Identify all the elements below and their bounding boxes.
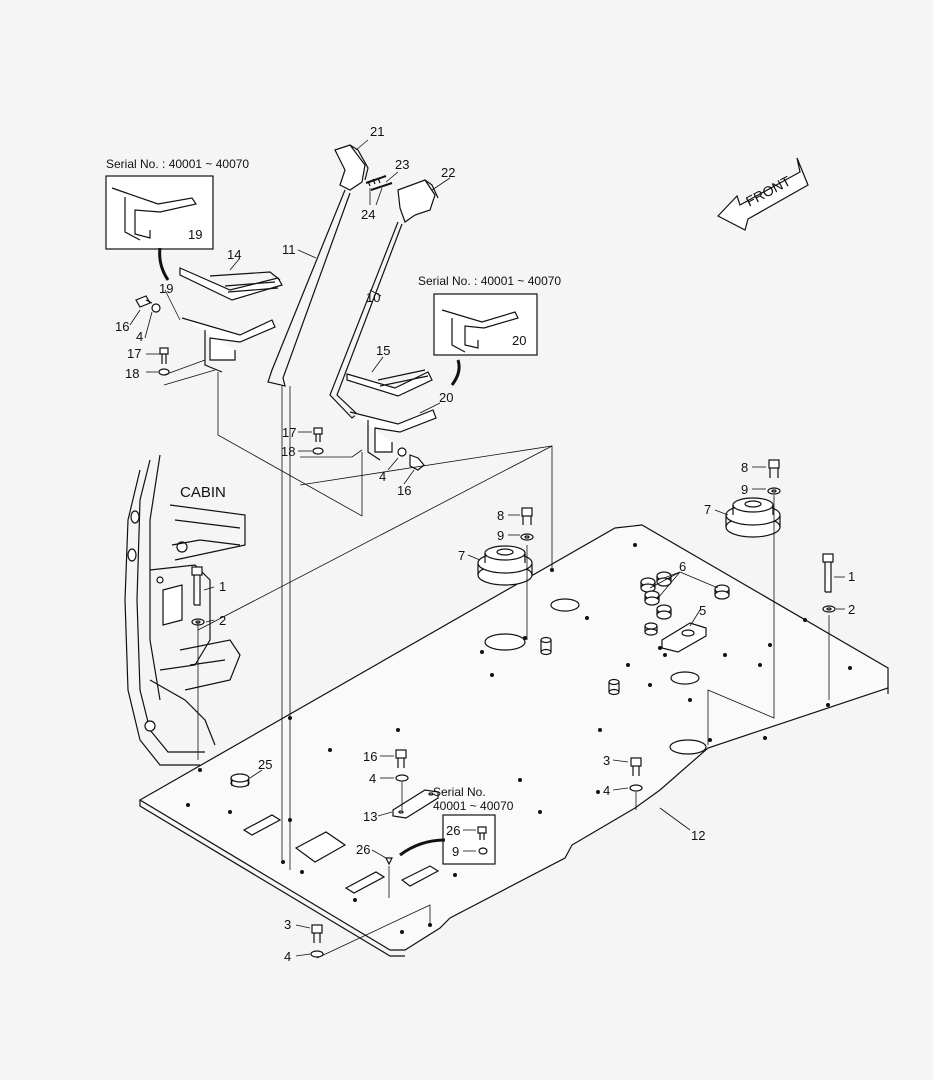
callout-c18b: 18 bbox=[281, 444, 296, 459]
cabin-label: CABIN bbox=[180, 484, 226, 501]
travel-levers bbox=[267, 144, 439, 419]
serial-note-bottom: Serial No. 40001 ~ 40070 bbox=[433, 785, 514, 813]
callout-c10: 10 bbox=[366, 290, 381, 305]
callout-c24: 24 bbox=[361, 207, 376, 222]
callout-c19b: 19 bbox=[159, 281, 174, 296]
callout-c26a: 26 bbox=[356, 842, 371, 857]
floor-plate bbox=[138, 524, 889, 957]
callout-c12: 12 bbox=[691, 828, 706, 843]
callout-c4c: 4 bbox=[369, 771, 377, 786]
inset-box-26-9 bbox=[399, 814, 496, 865]
callout-c4b: 4 bbox=[379, 469, 387, 484]
front-arrow bbox=[717, 157, 809, 231]
callout-c13: 13 bbox=[363, 809, 378, 824]
callout-c9c: 9 bbox=[452, 844, 460, 859]
callout-c2a: 2 bbox=[219, 613, 227, 628]
callout-c17b: 17 bbox=[282, 425, 297, 440]
callout-c6: 6 bbox=[679, 559, 687, 574]
callout-c4d: 4 bbox=[603, 783, 611, 798]
callout-c17a: 17 bbox=[127, 346, 142, 361]
callout-c15: 15 bbox=[376, 343, 391, 358]
callout-c9b: 9 bbox=[497, 528, 505, 543]
callout-c8b: 8 bbox=[497, 508, 505, 523]
serial-note-upper-left: Serial No. : 40001 ~ 40070 bbox=[106, 157, 250, 171]
callout-c11: 11 bbox=[282, 242, 296, 257]
pedal-left bbox=[179, 267, 283, 373]
inset-box-20 bbox=[433, 293, 538, 386]
leader-lines bbox=[163, 359, 830, 959]
callout-c20b: 20 bbox=[439, 390, 454, 405]
callout-c3a: 3 bbox=[603, 753, 611, 768]
cover-plate-5 bbox=[661, 622, 707, 653]
callout-c8a: 8 bbox=[741, 460, 749, 475]
cabin-frame bbox=[124, 454, 246, 766]
callout-c16a: 16 bbox=[115, 319, 130, 334]
callout-c1a: 1 bbox=[219, 579, 227, 594]
callout-c18a: 18 bbox=[125, 366, 140, 381]
grommets bbox=[640, 571, 730, 636]
callout-c23: 23 bbox=[395, 157, 410, 172]
callout-leaders bbox=[129, 139, 845, 957]
mount-center bbox=[477, 507, 534, 586]
callout-c7a: 7 bbox=[704, 502, 712, 517]
callout-c26b: 26 bbox=[446, 823, 461, 838]
callout-c14: 14 bbox=[227, 247, 242, 262]
callout-c7b: 7 bbox=[458, 548, 466, 563]
callout-c4a: 4 bbox=[136, 329, 144, 344]
callout-c16b: 16 bbox=[397, 483, 412, 498]
callout-c16c: 16 bbox=[363, 749, 378, 764]
mount-right bbox=[725, 459, 781, 538]
callout-c20a: 20 bbox=[512, 333, 527, 348]
pedal-right bbox=[346, 369, 437, 461]
inset-box-19 bbox=[105, 175, 214, 281]
callout-c21: 21 bbox=[370, 124, 385, 139]
callout-c19a: 19 bbox=[188, 227, 203, 242]
callout-c5: 5 bbox=[699, 603, 707, 618]
callout-c4e: 4 bbox=[284, 949, 292, 964]
callout-c22: 22 bbox=[441, 165, 456, 180]
callout-c3b: 3 bbox=[284, 917, 292, 932]
serial-note-upper-right: Serial No. : 40001 ~ 40070 bbox=[418, 274, 562, 288]
callout-c25: 25 bbox=[258, 757, 273, 772]
callout-c1b: 1 bbox=[848, 569, 856, 584]
callout-c2b: 2 bbox=[848, 602, 856, 617]
callout-c9a: 9 bbox=[741, 482, 749, 497]
